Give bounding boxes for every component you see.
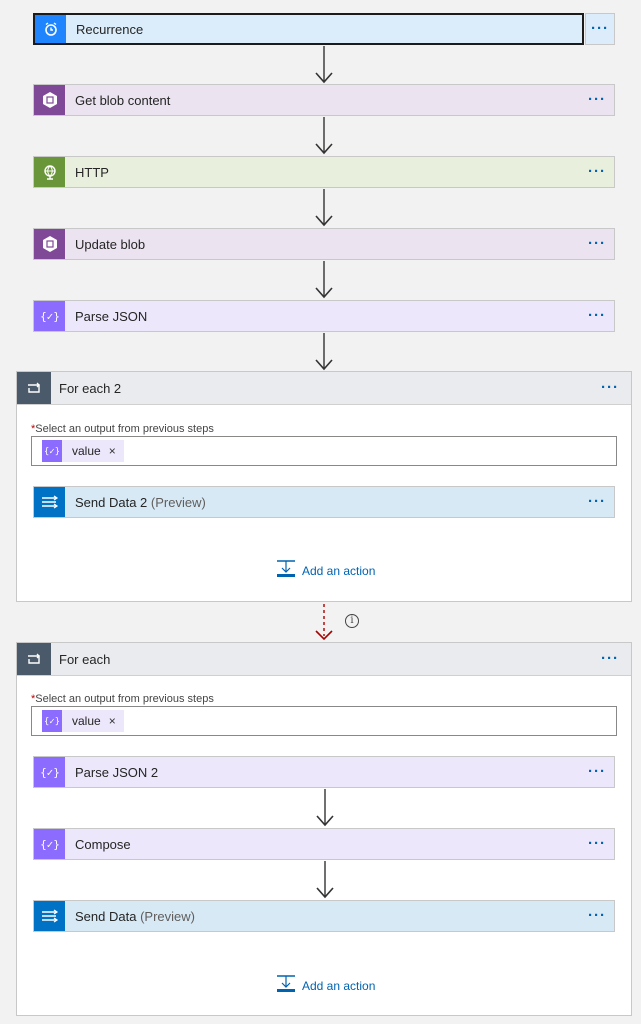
more-options-button[interactable]: ···: [588, 91, 606, 108]
connector-arrow: [313, 46, 335, 84]
svg-text:{✓}: {✓}: [45, 447, 59, 457]
step-http[interactable]: HTTP ···: [33, 156, 615, 188]
step-label: Send Data (Preview): [65, 909, 582, 924]
required-mark: *: [31, 693, 36, 705]
blob-storage-icon: [34, 229, 65, 259]
send-data-icon: [34, 901, 65, 931]
more-options-button[interactable]: ···: [601, 650, 619, 667]
json-braces-icon: {✓}: [34, 757, 65, 787]
token-label: value: [72, 714, 101, 728]
more-options-button[interactable]: ···: [588, 493, 606, 510]
svg-text:{✓}: {✓}: [45, 717, 59, 727]
step-label: Parse JSON: [75, 308, 148, 324]
scope-header[interactable]: For each ···: [17, 643, 631, 676]
more-options-button[interactable]: ···: [588, 235, 606, 252]
output-select-field[interactable]: {✓} value ×: [31, 706, 617, 736]
connector-arrow: [313, 117, 335, 155]
value-token[interactable]: {✓} value ×: [42, 440, 124, 462]
field-label-text: Select an output from previous steps: [35, 693, 214, 705]
add-action-icon: [276, 975, 296, 996]
step-label: Compose: [75, 836, 131, 852]
step-label: Update blob: [75, 236, 146, 252]
step-label-text: Send Data 2: [75, 494, 148, 510]
connector-arrow: [313, 333, 335, 371]
json-braces-icon: {✓}: [42, 710, 62, 732]
loop-icon: [17, 643, 51, 675]
scope-title: For each 2: [59, 380, 122, 396]
scope-title: For each: [59, 651, 111, 667]
step-label: HTTP: [75, 164, 109, 180]
output-select-field[interactable]: {✓} value ×: [31, 436, 617, 466]
token-label: value: [72, 444, 101, 458]
more-options-button[interactable]: ···: [585, 13, 615, 45]
add-action-button[interactable]: Add an action: [276, 560, 375, 581]
more-options-button[interactable]: ···: [588, 835, 606, 852]
info-icon[interactable]: i: [345, 614, 359, 628]
step-send-data[interactable]: Send Data (Preview) ···: [33, 900, 615, 932]
more-options-button[interactable]: ···: [588, 163, 606, 180]
dashed-connector-arrow[interactable]: [313, 602, 335, 642]
value-token[interactable]: {✓} value ×: [42, 710, 124, 732]
send-data-icon: [34, 487, 65, 517]
step-label: Parse JSON 2: [75, 764, 159, 780]
globe-icon: [34, 157, 65, 187]
preview-tag: (Preview): [150, 494, 206, 510]
step-label-text: Send Data: [75, 908, 137, 924]
more-options-button[interactable]: ···: [588, 907, 606, 924]
svg-text:{✓}: {✓}: [41, 766, 59, 779]
connector-arrow: [314, 789, 336, 827]
step-parse-json[interactable]: {✓} Parse JSON ···: [33, 300, 615, 332]
step-parse-json-2[interactable]: {✓} Parse JSON 2 ···: [33, 756, 615, 788]
loop-icon: [17, 372, 51, 404]
add-action-label: Add an action: [302, 563, 376, 578]
step-send-data-2[interactable]: Send Data 2 (Preview) ···: [33, 486, 615, 518]
remove-token-icon[interactable]: ×: [108, 444, 116, 458]
add-action-icon: [276, 560, 296, 581]
step-get-blob-content[interactable]: Get blob content ···: [33, 84, 615, 116]
svg-text:{✓}: {✓}: [41, 310, 59, 323]
scope-header[interactable]: For each 2 ···: [17, 372, 631, 405]
json-braces-icon: {✓}: [34, 301, 65, 331]
step-update-blob[interactable]: Update blob ···: [33, 228, 615, 260]
for-each-scope: For each ··· *Select an output from prev…: [16, 642, 632, 1016]
field-label: *Select an output from previous steps: [31, 423, 214, 435]
more-options-button[interactable]: ···: [588, 307, 606, 324]
add-action-button[interactable]: Add an action: [276, 975, 375, 996]
step-label: Get blob content: [75, 92, 171, 108]
field-label-text: Select an output from previous steps: [35, 423, 214, 435]
step-compose[interactable]: {✓} Compose ···: [33, 828, 615, 860]
step-label: Send Data 2 (Preview): [65, 495, 582, 510]
field-label: *Select an output from previous steps: [31, 693, 214, 705]
compose-icon: {✓}: [34, 829, 65, 859]
remove-token-icon[interactable]: ×: [108, 714, 116, 728]
required-mark: *: [31, 423, 36, 435]
step-recurrence[interactable]: Recurrence: [33, 13, 584, 45]
ellipsis-icon: ···: [591, 20, 609, 37]
json-braces-icon: {✓}: [42, 440, 62, 462]
add-action-label: Add an action: [302, 978, 376, 993]
more-options-button[interactable]: ···: [601, 379, 619, 396]
more-options-button[interactable]: ···: [588, 763, 606, 780]
alarm-clock-icon: [35, 15, 66, 43]
connector-arrow: [313, 261, 335, 299]
connector-arrow: [314, 861, 336, 899]
for-each-2-scope: For each 2 ··· *Select an output from pr…: [16, 371, 632, 602]
svg-text:{✓}: {✓}: [41, 838, 59, 851]
step-label: Recurrence: [76, 21, 144, 37]
blob-storage-icon: [34, 85, 65, 115]
connector-arrow: [313, 189, 335, 227]
preview-tag: (Preview): [140, 908, 195, 924]
